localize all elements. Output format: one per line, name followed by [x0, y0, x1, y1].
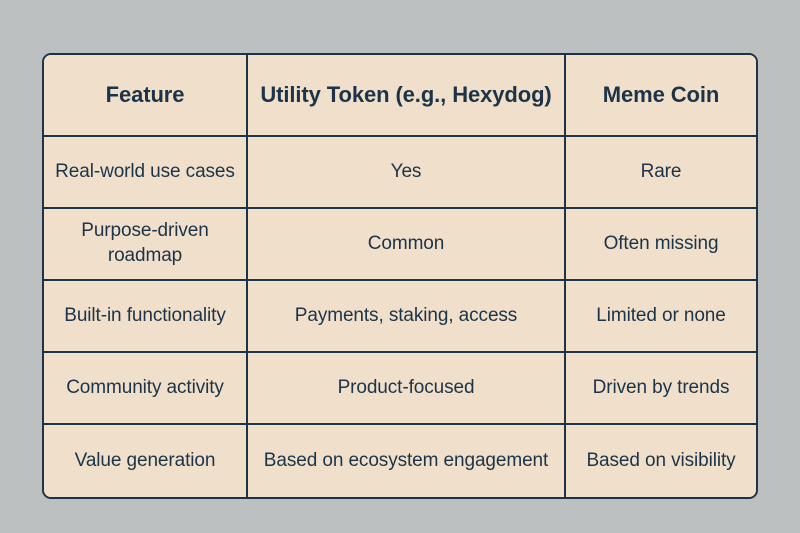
cell-feature-text: Community activity	[66, 376, 224, 398]
cell-feature-text: Real-world use cases	[55, 160, 235, 182]
cell-utility-token-text: Common	[367, 232, 445, 254]
column-header-meme-coin-label: Meme Coin	[602, 82, 720, 108]
cell-utility-token: Payments, staking, access	[248, 281, 566, 353]
column-header-meme-coin: Meme Coin	[566, 55, 756, 137]
column-header-feature-label: Feature	[105, 82, 185, 108]
cell-feature: Purpose-driven roadmap	[44, 209, 248, 281]
cell-feature-text: Value generation	[74, 449, 216, 471]
cell-meme-coin-text: Driven by trends	[592, 376, 730, 398]
table-row: Real-world use cases Yes Rare	[44, 137, 756, 209]
cell-meme-coin-text: Rare	[640, 160, 682, 182]
cell-utility-token-text: Product-focused	[337, 376, 475, 398]
cell-meme-coin-text: Often missing	[603, 232, 719, 254]
cell-utility-token-text: Based on ecosystem engagement	[263, 449, 549, 471]
cell-meme-coin: Rare	[566, 137, 756, 209]
cell-utility-token: Yes	[248, 137, 566, 209]
cell-feature: Real-world use cases	[44, 137, 248, 209]
cell-meme-coin: Limited or none	[566, 281, 756, 353]
table-header: Feature Utility Token (e.g., Hexydog) Me…	[44, 55, 756, 137]
table-header-row: Feature Utility Token (e.g., Hexydog) Me…	[44, 55, 756, 137]
cell-meme-coin: Based on visibility	[566, 425, 756, 497]
cell-utility-token: Based on ecosystem engagement	[248, 425, 566, 497]
table-row: Community activity Product-focused Drive…	[44, 353, 756, 425]
column-header-utility-token-label: Utility Token (e.g., Hexydog)	[260, 82, 552, 108]
cell-meme-coin: Driven by trends	[566, 353, 756, 425]
table-row: Purpose-driven roadmap Common Often miss…	[44, 209, 756, 281]
column-header-feature: Feature	[44, 55, 248, 137]
cell-utility-token: Common	[248, 209, 566, 281]
cell-feature: Community activity	[44, 353, 248, 425]
table-row: Value generation Based on ecosystem enga…	[44, 425, 756, 497]
comparison-table: Feature Utility Token (e.g., Hexydog) Me…	[42, 53, 758, 499]
cell-meme-coin-text: Limited or none	[596, 304, 726, 326]
cell-meme-coin: Often missing	[566, 209, 756, 281]
column-header-utility-token: Utility Token (e.g., Hexydog)	[248, 55, 566, 137]
cell-feature: Built-in functionality	[44, 281, 248, 353]
cell-meme-coin-text: Based on visibility	[586, 449, 736, 471]
cell-feature-text: Purpose-driven roadmap	[81, 220, 209, 266]
cell-feature: Value generation	[44, 425, 248, 497]
table-body: Real-world use cases Yes Rare Purpose-dr…	[44, 137, 756, 497]
cell-utility-token-text: Payments, staking, access	[294, 304, 518, 326]
table-row: Built-in functionality Payments, staking…	[44, 281, 756, 353]
cell-utility-token-text: Yes	[390, 160, 422, 182]
cell-feature-text: Built-in functionality	[64, 304, 226, 326]
cell-utility-token: Product-focused	[248, 353, 566, 425]
